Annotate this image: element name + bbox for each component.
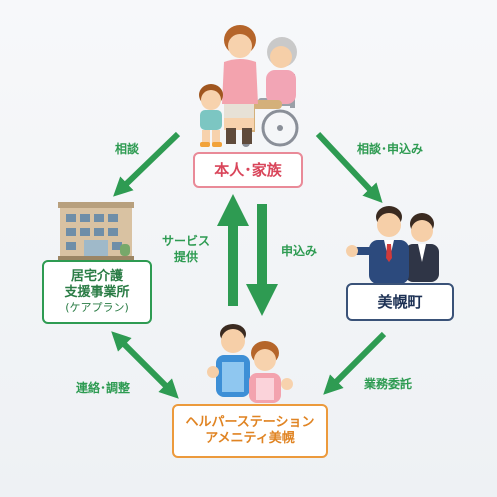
label-consult-apply: 相談･申込み [357,142,424,156]
node-care-sub: (ケアプラン) [65,301,129,315]
family-wheelchair-illustration [199,25,299,147]
apartment-building-illustration [58,202,134,260]
arrow-contact-adjust [111,331,179,399]
caregivers-illustration [207,324,293,403]
label-apply: 申込み [281,244,318,258]
label-service-provide: サービス 提供 [162,234,210,265]
arrow-consult-apply [315,131,383,204]
node-helper-line1: ヘルパーステーション [185,414,315,430]
node-helper-station: ヘルパーステーション アメニティ美幌 [172,404,328,458]
label-business-entrust: 業務委託 [364,377,413,391]
node-care-support-office: 居宅介護 支援事業所 (ケアプラン) [42,260,152,324]
label-consult-left: 相談 [115,142,140,156]
node-town-label: 美幌町 [377,292,423,311]
node-care-line1: 居宅介護 [70,268,123,284]
arrow-business-entrust [323,331,387,395]
node-person-family: 本人･家族 [193,152,303,188]
label-service-line2: 提供 [174,249,199,264]
arrow-consult-left [113,131,181,197]
node-town: 美幌町 [346,283,454,321]
node-care-line2: 支援事業所 [64,285,130,301]
business-men-illustration [346,206,439,284]
label-contact-adjust: 連絡･調整 [76,381,131,395]
label-service-line1: サービス [162,234,211,248]
node-helper-line2: アメニティ美幌 [205,431,295,446]
node-person-family-label: 本人･家族 [214,160,282,179]
